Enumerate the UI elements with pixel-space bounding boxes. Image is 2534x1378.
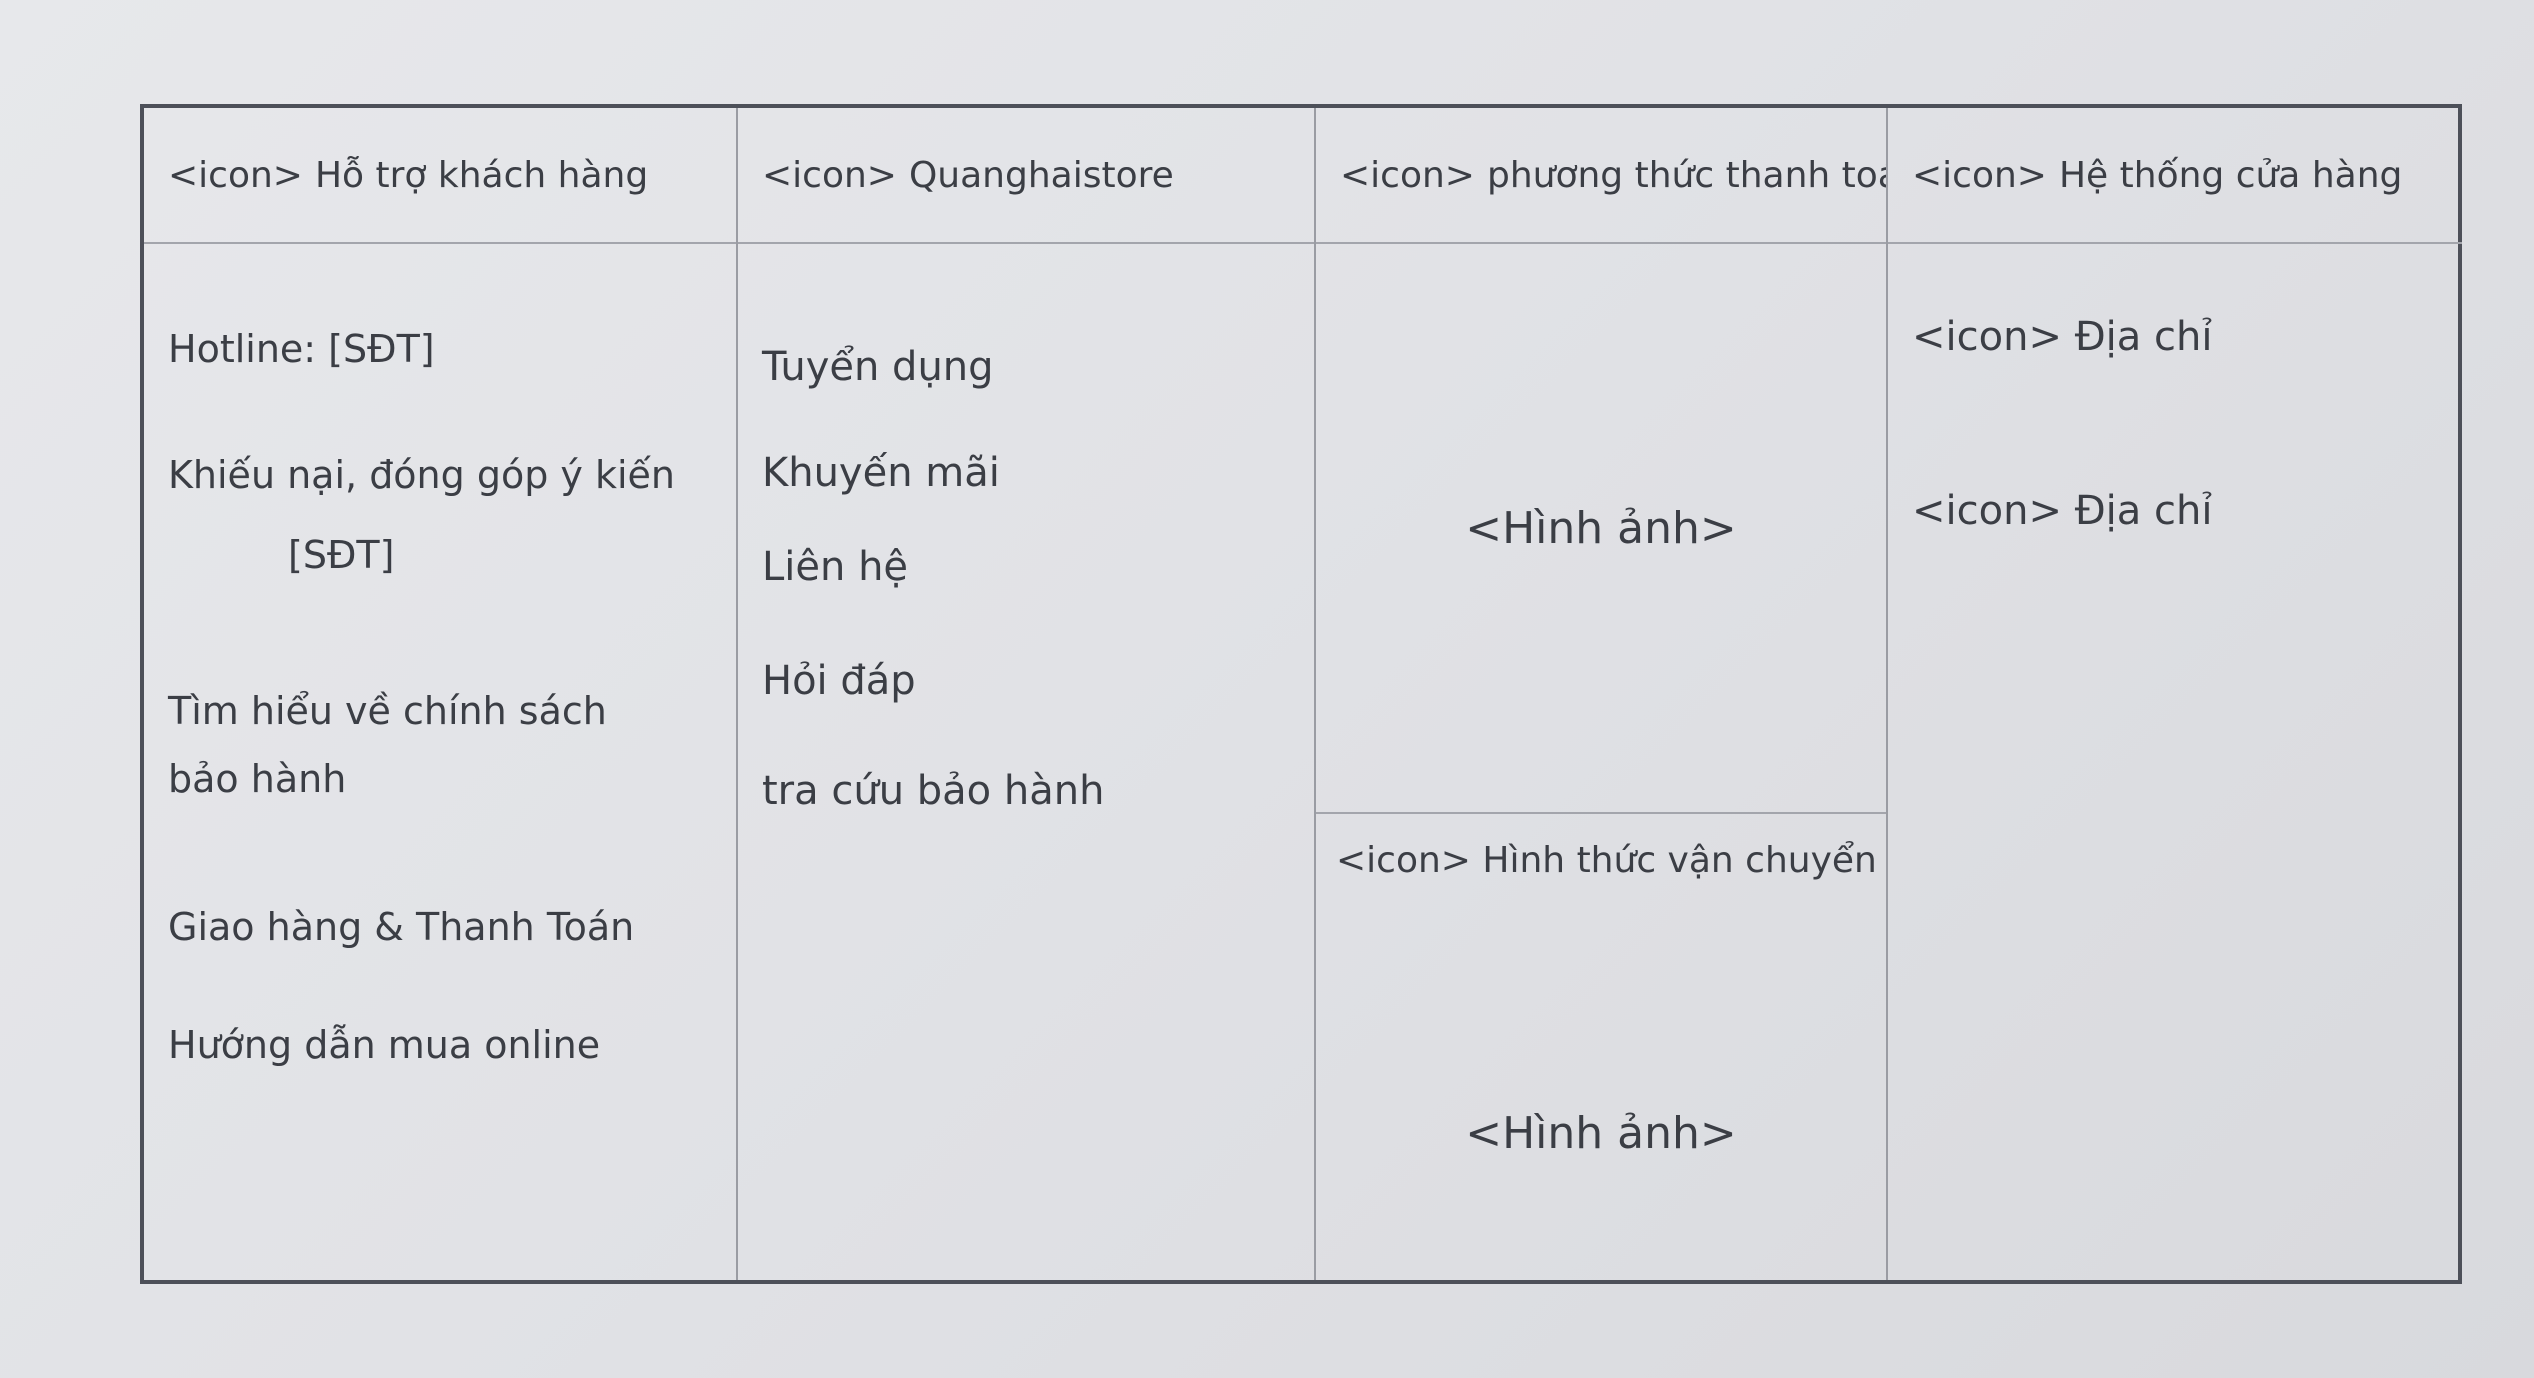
location-icon: <icon> [1912, 314, 2062, 360]
warranty-policy-link[interactable]: Tìm hiểu về chính sách [168, 689, 607, 733]
hotline-link[interactable]: Hotline: [SĐT] [168, 327, 435, 371]
shipping-label: Hình thức vận chuyển [1482, 840, 1877, 881]
support-icon: <icon> [168, 154, 303, 196]
online-guide-link[interactable]: Hướng dẫn mua online [168, 1023, 601, 1067]
store-icon: <icon> [762, 154, 897, 196]
column-header-customer-support: <icon> Hỗ trợ khách hàng [144, 108, 736, 244]
column-header-store: <icon> Quanghaistore [738, 108, 1314, 244]
column-header-store-system: <icon> Hệ thống cửa hàng [1888, 108, 2462, 244]
image-placeholder: <Hình ảnh> [1465, 502, 1737, 554]
address-label: Địa chỉ [2074, 314, 2213, 360]
column-header-payment: <icon> phương thức thanh toán [1316, 108, 1886, 244]
recruitment-link[interactable]: Tuyển dụng [762, 344, 994, 390]
payment-icon: <icon> [1340, 154, 1475, 196]
address-item[interactable]: <icon> Địa chỉ [1912, 488, 2212, 534]
header-label: Quanghaistore [908, 154, 1174, 196]
store-system-icon: <icon> [1912, 154, 2047, 196]
column-payment: <icon> phương thức thanh toán <Hình ảnh>… [1316, 108, 1888, 1280]
image-placeholder: <Hình ảnh> [1465, 1107, 1737, 1159]
promotion-link[interactable]: Khuyến mãi [762, 450, 1000, 496]
column-store: <icon> Quanghaistore Tuyển dụng Khuyến m… [738, 108, 1316, 1280]
faq-link[interactable]: Hỏi đáp [762, 658, 916, 704]
header-label: Hệ thống cửa hàng [2058, 154, 2403, 196]
column-customer-support: <icon> Hỗ trợ khách hàng Hotline: [SĐT] … [144, 108, 738, 1280]
header-label: Hỗ trợ khách hàng [314, 154, 649, 196]
address-item[interactable]: <icon> Địa chỉ [1912, 314, 2212, 360]
payment-methods-image: <Hình ảnh> [1316, 244, 1886, 814]
column-store-system: <icon> Hệ thống cửa hàng <icon> Địa chỉ … [1888, 108, 2462, 1280]
shipping-icon: <icon> [1336, 840, 1471, 881]
shipping-header: <icon> Hình thức vận chuyển [1336, 840, 1877, 881]
warranty-lookup-link[interactable]: tra cứu bảo hành [762, 768, 1105, 814]
header-label: phương thức thanh toán [1486, 154, 1886, 196]
complaint-link[interactable]: Khiếu nại, đóng góp ý kiến [168, 453, 676, 497]
shipping-payment-link[interactable]: Giao hàng & Thanh Toán [168, 905, 635, 949]
shipping-methods-image: <Hình ảnh> [1316, 978, 1886, 1288]
complaint-phone: [SĐT] [288, 533, 395, 577]
address-label: Địa chỉ [2074, 488, 2213, 534]
contact-link[interactable]: Liên hệ [762, 544, 909, 590]
warranty-policy-link-line2[interactable]: bảo hành [168, 757, 347, 801]
footer-wireframe: <icon> Hỗ trợ khách hàng Hotline: [SĐT] … [140, 104, 2462, 1284]
location-icon: <icon> [1912, 488, 2062, 534]
